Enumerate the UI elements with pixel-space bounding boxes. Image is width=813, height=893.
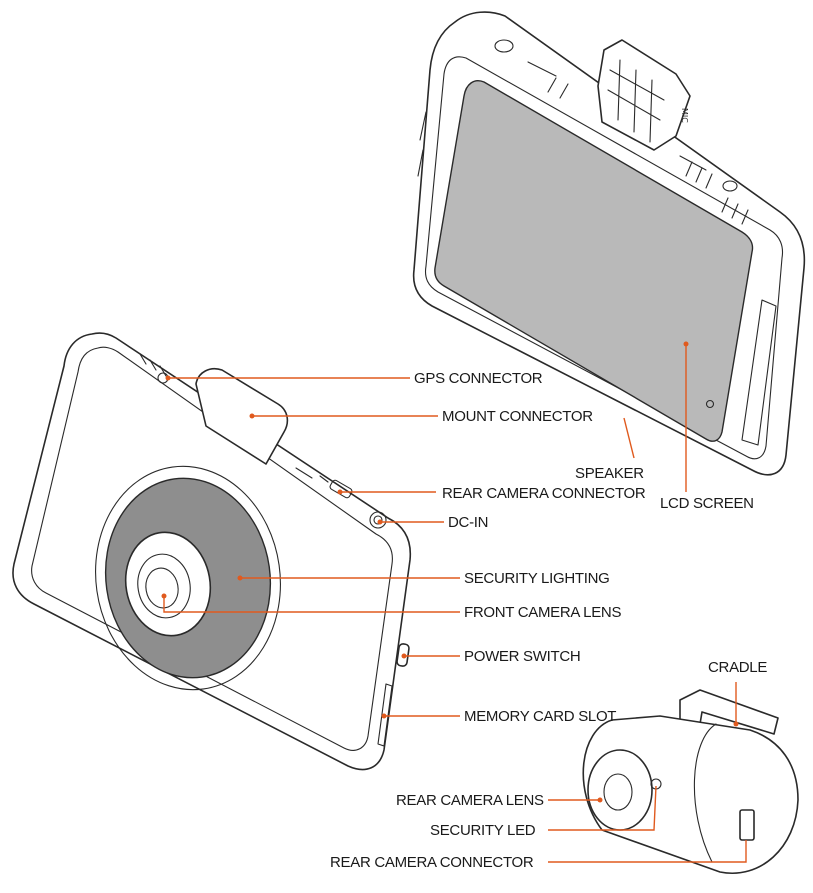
label-rear-camera-connector-main: REAR CAMERA CONNECTOR	[442, 485, 646, 502]
label-security-lighting: SECURITY LIGHTING	[464, 570, 609, 587]
mic-mark: MIC	[680, 108, 689, 123]
label-power-switch: POWER SWITCH	[464, 648, 580, 665]
leader-lines	[161, 341, 747, 863]
label-gps-connector: GPS CONNECTOR	[414, 370, 543, 387]
rear-camera	[582, 689, 799, 874]
label-front-camera-lens: FRONT CAMERA LENS	[464, 604, 621, 621]
callout-labels: GPS CONNECTOR MOUNT CONNECTOR SPEAKER RE…	[330, 370, 768, 871]
lcd-screen-area	[434, 80, 754, 442]
label-dc-in: DC-IN	[448, 514, 488, 531]
label-memory-card-slot: MEMORY CARD SLOT	[464, 708, 616, 725]
label-rear-camera-connector-rear: REAR CAMERA CONNECTOR	[330, 854, 534, 871]
label-security-led: SECURITY LED	[430, 822, 536, 839]
label-mount-connector: MOUNT CONNECTOR	[442, 408, 593, 425]
dashcam-front-view	[12, 332, 412, 771]
label-lcd-screen: LCD SCREEN	[660, 495, 754, 512]
dashcam-back-view: MIC	[412, 11, 806, 476]
label-rear-camera-lens: REAR CAMERA LENS	[396, 792, 544, 809]
label-cradle: CRADLE	[708, 659, 767, 676]
label-speaker: SPEAKER	[575, 465, 644, 482]
